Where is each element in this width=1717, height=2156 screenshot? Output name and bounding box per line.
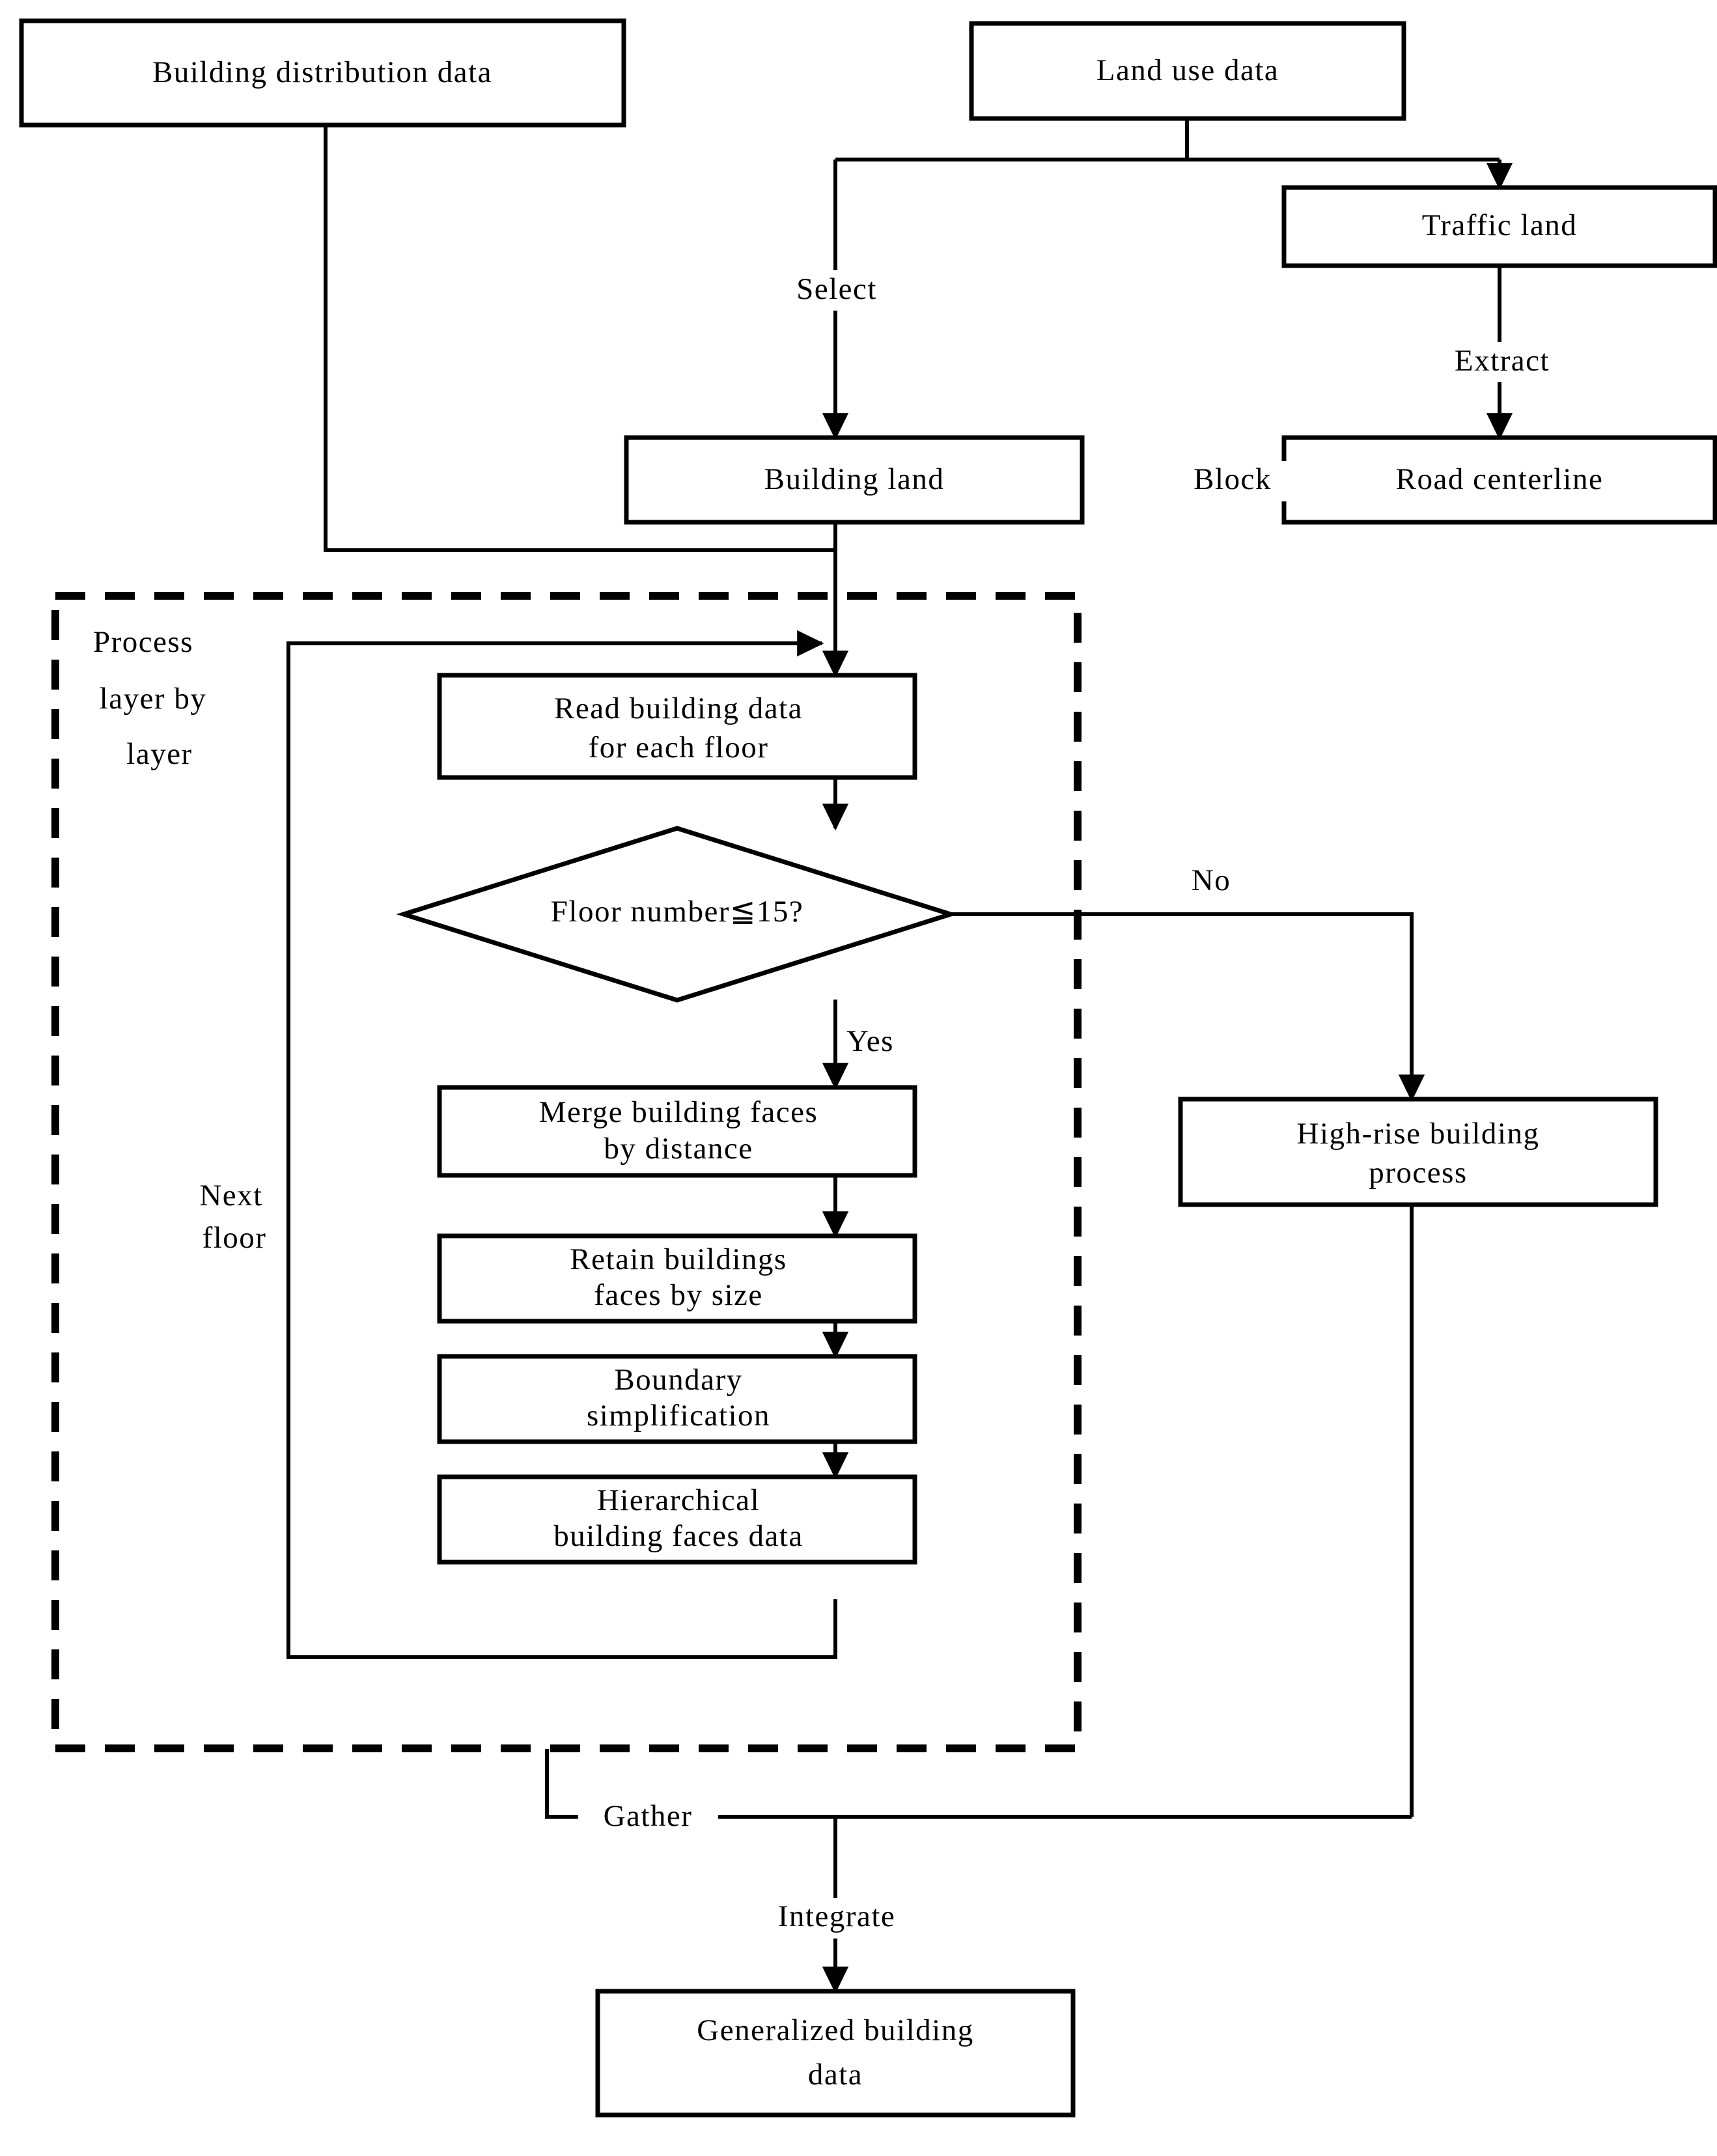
node-read-building-data-line2: for each floor (589, 731, 769, 764)
node-high-rise-process[interactable]: High-rise building process (1178, 1097, 1658, 1207)
process-layer-group-border (51, 592, 1082, 1752)
node-merge-faces-line2: by distance (604, 1132, 753, 1166)
node-merge-faces[interactable]: Merge building faces by distance (437, 1085, 917, 1178)
edge-label-extract-wrap: Extract (1413, 342, 1592, 382)
node-land-use-data-label: Land use data (1096, 53, 1279, 87)
node-traffic-land[interactable]: Traffic land (1281, 185, 1717, 268)
node-generalized-building-data-line2: data (808, 2058, 863, 2092)
edge-label-gather: Gather (604, 1799, 693, 1833)
node-boundary-simplification-line1: Boundary (614, 1363, 742, 1397)
group-label-process-layer: Process layer by layer (93, 625, 206, 771)
node-high-rise-process-line1: High-rise building (1297, 1117, 1540, 1151)
node-read-building-data-line1: Read building data (554, 692, 803, 725)
node-generalized-building-data-line1: Generalized building (697, 2013, 973, 2047)
node-boundary-simplification[interactable]: Boundary simplification (437, 1354, 917, 1444)
edge-label-next-floor-line1: Next (199, 1179, 262, 1212)
node-floor-decision-label: Floor number≦15? (551, 895, 803, 929)
node-retain-faces-line1: Retain buildings (570, 1242, 787, 1276)
edge-next-floor-loop-back (286, 630, 837, 1659)
edge-label-block: Block (1194, 462, 1272, 496)
node-building-distribution-data[interactable]: Building distribution data (19, 18, 626, 128)
node-road-centerline-label: Road centerline (1396, 462, 1604, 496)
edge-label-integrate: Integrate (778, 1899, 896, 1933)
node-hierarchical-faces[interactable]: Hierarchical building faces data (437, 1474, 917, 1565)
edge-label-yes: Yes (846, 1024, 894, 1058)
node-high-rise-process-line2: process (1369, 1156, 1467, 1190)
edge-label-no: No (1192, 863, 1231, 897)
edge-label-block-wrap: Block (1169, 461, 1299, 501)
node-merge-faces-line1: Merge building faces (539, 1095, 818, 1129)
edge-label-gather-wrap: Gather (578, 1799, 718, 1839)
group-label-line2: layer by (100, 682, 207, 716)
node-building-land-label: Building land (764, 462, 945, 496)
edge-land-use-split-bar (835, 119, 1500, 161)
edge-label-integrate-wrap: Integrate (729, 1898, 944, 1939)
node-generalized-building-data[interactable]: Generalized building data (595, 1989, 1076, 2118)
edge-label-next-floor-line2: floor (202, 1221, 267, 1255)
node-retain-faces[interactable]: Retain buildings faces by size (437, 1233, 917, 1324)
node-traffic-land-label: Traffic land (1422, 208, 1578, 242)
node-retain-faces-line2: faces by size (594, 1278, 763, 1312)
node-road-centerline[interactable]: Road centerline (1281, 435, 1717, 525)
edge-building-distribution-to-building-land (324, 125, 835, 552)
edge-decision-no-to-high-rise (949, 912, 1425, 1102)
edge-label-extract: Extract (1455, 344, 1550, 378)
node-hierarchical-faces-line1: Hierarchical (597, 1483, 760, 1517)
node-hierarchical-faces-line2: building faces data (553, 1519, 803, 1553)
group-label-line1: Process (93, 625, 193, 659)
node-building-land[interactable]: Building land (624, 435, 1085, 525)
edge-label-select: Select (796, 272, 877, 306)
node-land-use-data[interactable]: Land use data (969, 21, 1406, 121)
edge-label-select-wrap: Select (755, 270, 918, 311)
node-read-building-data[interactable]: Read building data for each floor (437, 673, 917, 780)
group-label-line3: layer (126, 737, 192, 771)
node-building-distribution-data-label: Building distribution data (152, 55, 492, 89)
edge-hierarchical-to-gather (545, 1749, 1412, 1819)
node-boundary-simplification-line2: simplification (587, 1399, 770, 1433)
node-floor-decision[interactable]: Floor number≦15? (396, 826, 958, 1003)
